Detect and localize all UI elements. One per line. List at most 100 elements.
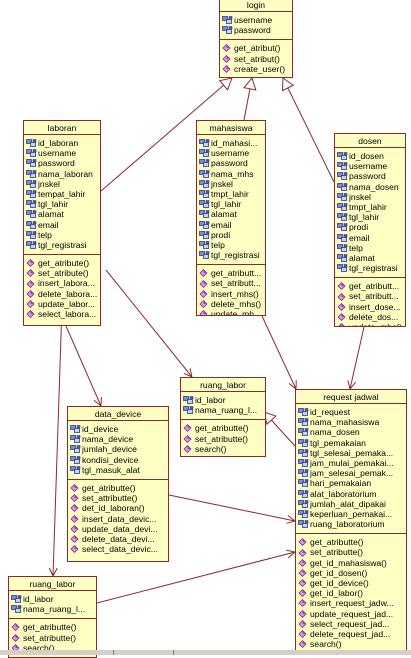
operation-item[interactable]: search()	[183, 444, 265, 454]
operation-item[interactable]: insert_mhs()	[199, 289, 265, 299]
attribute-item[interactable]: password	[26, 158, 100, 168]
attribute-item[interactable]: id_labor	[11, 594, 96, 604]
attribute-item[interactable]: tgl_registrasi	[199, 250, 265, 260]
attribute-item[interactable]: nama_ruang_l...	[183, 405, 265, 415]
operation-item[interactable]: update_mhs()	[337, 322, 405, 326]
attribute-item[interactable]: nama_ruang_l...	[11, 604, 96, 614]
attribute-item[interactable]: nama_laboran	[26, 169, 100, 179]
attribute-item[interactable]: prodi	[199, 230, 265, 240]
attribute-item[interactable]: id_mahasi...	[199, 138, 265, 148]
attribute-item[interactable]: username	[199, 148, 265, 158]
operation-item[interactable]: delete_request_jad...	[298, 629, 406, 639]
attribute-item[interactable]: kondisi_device	[70, 455, 168, 465]
attribute-item[interactable]: nama_dosen	[337, 182, 405, 192]
attribute-item[interactable]: telp	[337, 243, 405, 253]
attribute-item[interactable]: jam_mulai_pemakai...	[298, 458, 406, 468]
attribute-item[interactable]: jnskel	[337, 192, 405, 202]
attribute-item[interactable]: email	[337, 233, 405, 243]
operation-item[interactable]: insert_request_jadw...	[298, 598, 406, 608]
attribute-item[interactable]: nama_mahasiswa	[298, 417, 406, 427]
attribute-item[interactable]: password	[199, 158, 265, 168]
attribute-item[interactable]: tgl_selesai_pemaka...	[298, 448, 406, 458]
attribute-item[interactable]: telp	[26, 230, 100, 240]
attribute-item[interactable]: tgl_registrasi	[337, 263, 405, 273]
attribute-item[interactable]: username	[337, 161, 405, 171]
attribute-item[interactable]: jam_selesai_pemak...	[298, 468, 406, 478]
operation-item[interactable]: insert_labora...	[26, 278, 100, 288]
operation-item[interactable]: get_atributt...	[337, 281, 405, 291]
attribute-item[interactable]: tgl_registrasi	[26, 240, 100, 250]
operation-item[interactable]: update_request_jad...	[298, 609, 406, 619]
operation-item[interactable]: get_id_device()	[298, 578, 406, 588]
operation-item[interactable]: get_atributte()	[298, 537, 406, 547]
operation-item[interactable]: get_atributte()	[70, 483, 168, 493]
attribute-item[interactable]: id_labor	[183, 395, 265, 405]
operation-item[interactable]: get_atributt...	[199, 268, 265, 278]
attribute-item[interactable]: alamat	[199, 209, 265, 219]
operation-item[interactable]: set_atributte()	[298, 547, 406, 557]
operation-item[interactable]: get_id_labor()	[298, 588, 406, 598]
attribute-item[interactable]: tmpt_lahir	[337, 202, 405, 212]
attribute-item[interactable]: tgl_pemakaian	[298, 438, 406, 448]
operation-item[interactable]: get_id_dosen()	[298, 568, 406, 578]
attribute-item[interactable]: tempat_lahir	[26, 189, 100, 199]
operation-item[interactable]: select_request_jad...	[298, 619, 406, 629]
operation-item[interactable]: set_atribut()	[222, 54, 292, 64]
operation-item[interactable]: set_atributte()	[11, 633, 96, 643]
bottom-tab[interactable]	[113, 650, 174, 655]
bottom-tab[interactable]	[173, 650, 234, 655]
attribute-item[interactable]: nama_device	[70, 434, 168, 444]
operation-item[interactable]: delete_dos...	[337, 312, 405, 322]
operation-item[interactable]: update_mh...	[199, 309, 265, 315]
operation-item[interactable]: select_labora...	[26, 309, 100, 319]
operation-item[interactable]: delete_labora...	[26, 289, 100, 299]
attribute-item[interactable]: password	[337, 171, 405, 181]
operation-item[interactable]: update_data_devi...	[70, 524, 168, 534]
operation-item[interactable]: insert_data_devic...	[70, 514, 168, 524]
attribute-item[interactable]: nama_mhs	[199, 169, 265, 179]
operation-item[interactable]: delete_data_devi...	[70, 534, 168, 544]
operation-item[interactable]: get_id_mahasiswa()	[298, 558, 406, 568]
operation-item[interactable]: get_atribute()	[26, 258, 100, 268]
attribute-item[interactable]: alat_laboratorium	[298, 489, 406, 499]
attribute-item[interactable]: ruang_laboratorium	[298, 519, 406, 529]
operation-item[interactable]: search()	[298, 639, 406, 649]
operation-item[interactable]: set_atributt...	[199, 278, 265, 288]
attribute-item[interactable]: jnskel	[26, 179, 100, 189]
operation-item[interactable]: get_atributte()	[11, 622, 96, 632]
attribute-item[interactable]: password	[222, 25, 292, 35]
operation-item[interactable]: insert_dose...	[337, 302, 405, 312]
operation-item[interactable]: delete_mhs()	[199, 299, 265, 309]
attribute-item[interactable]: id_laboran	[26, 138, 100, 148]
operation-item[interactable]: det_id_laboran()	[70, 503, 168, 513]
attribute-item[interactable]: id_device	[70, 424, 168, 434]
operation-item[interactable]: set_atributt...	[337, 291, 405, 301]
attribute-item[interactable]: nama_dosen	[298, 427, 406, 437]
attribute-item[interactable]: tgl_masuk_alat	[70, 465, 168, 475]
attribute-item[interactable]: hari_pemakaian	[298, 478, 406, 488]
attribute-item[interactable]: jumlah_alat_dipakai	[298, 499, 406, 509]
operation-item[interactable]: update_labor...	[26, 299, 100, 309]
attribute-item[interactable]: tmpt_lahir	[199, 189, 265, 199]
attribute-item[interactable]: email	[26, 220, 100, 230]
attribute-item[interactable]: tgl_lahir	[337, 212, 405, 222]
attribute-item[interactable]: telp	[199, 240, 265, 250]
attribute-item[interactable]: alamat	[337, 253, 405, 263]
operation-item[interactable]: set_atribute()	[26, 268, 100, 278]
attribute-item[interactable]: prodi	[337, 222, 405, 232]
operation-item[interactable]: set_atributte()	[183, 434, 265, 444]
attribute-item[interactable]: username	[26, 148, 100, 158]
operation-item[interactable]: select_data_devic...	[70, 544, 168, 554]
attribute-item[interactable]: tgl_lahir	[199, 199, 265, 209]
attribute-item[interactable]: tgl_lahir	[26, 199, 100, 209]
operation-item[interactable]: get_atribut()	[222, 43, 292, 53]
attribute-item[interactable]: keperluan_pemakai...	[298, 509, 406, 519]
